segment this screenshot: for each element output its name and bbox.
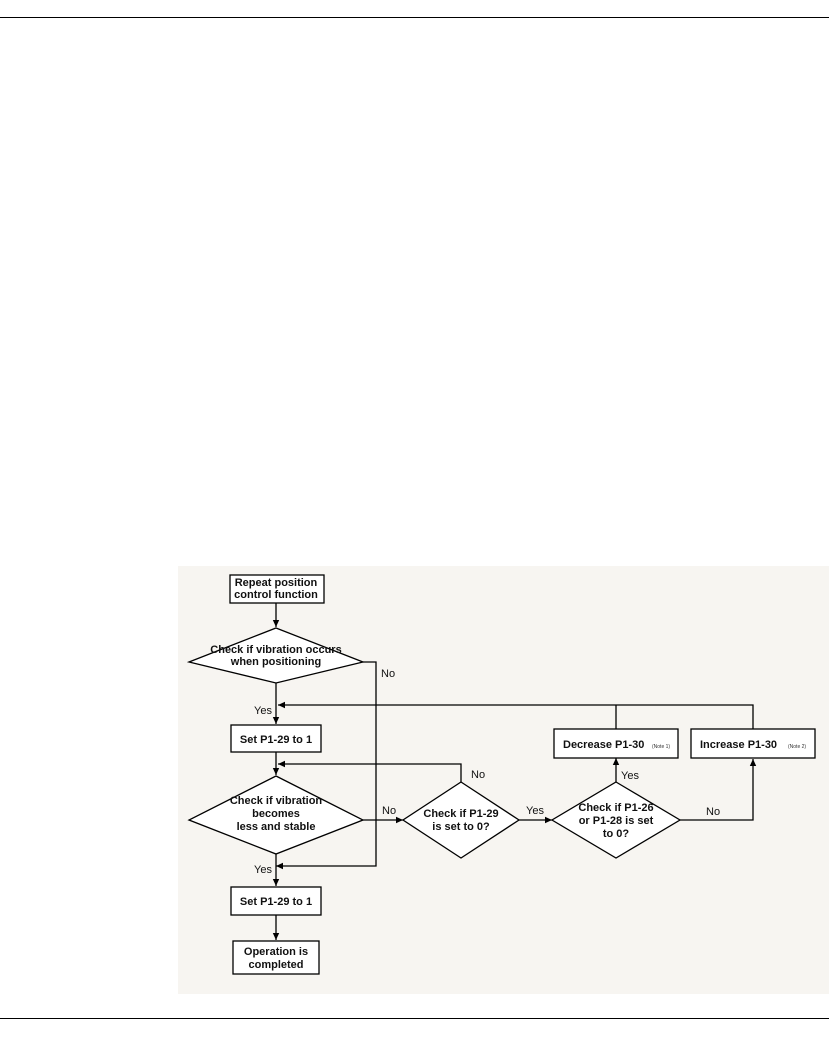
label-positioning-yes: Yes: [254, 705, 272, 717]
node-check-positioning-line-2: when positioning: [230, 656, 321, 668]
node-check-p126-p128: Check if P1-26 or P1-28 is set to 0?: [550, 781, 682, 859]
edges: [272, 603, 757, 940]
node-end: Operation is completed: [232, 940, 320, 975]
node-check-vibration-stable: Check if vibration becomes less and stab…: [187, 775, 365, 855]
label-stable-yes: Yes: [254, 864, 272, 876]
node-check-stable-line-2: becomes: [252, 808, 300, 820]
node-check-p126-line-2: or P1-28 is set: [579, 815, 654, 827]
node-check-p129-zero: Check if P1-29 is set to 0?: [401, 781, 521, 859]
label-positioning-no: No: [381, 668, 395, 680]
edge-labels: No Yes No Yes No Yes Yes No: [254, 668, 720, 876]
node-set-p129-first-text: Set P1-29 to 1: [240, 734, 312, 746]
label-p129-yes: Yes: [526, 805, 544, 817]
node-start-line-1: Repeat position: [235, 577, 318, 589]
node-start: Repeat position control function: [229, 574, 325, 604]
node-check-positioning-line-1: Check if vibration occurs: [210, 644, 341, 656]
footer-rule: [0, 1018, 829, 1019]
node-check-p126-line-1: Check if P1-26: [578, 802, 653, 814]
edge-p126-no: [680, 759, 757, 821]
node-decrease-p130-text: Decrease P1-30: [563, 739, 644, 751]
node-increase-p130-note: (Note 2): [788, 744, 806, 750]
vibration-tuning-flowchart: Repeat position control function Check i…: [178, 566, 829, 994]
edge-increase-feedback: [278, 701, 754, 729]
node-increase-p130-text: Increase P1-30: [700, 739, 777, 751]
node-end-line-1: Operation is: [244, 946, 308, 958]
node-check-p126-line-3: to 0?: [603, 828, 630, 840]
label-p126-no: No: [706, 806, 720, 818]
node-check-stable-line-1: Check if vibration: [230, 795, 323, 807]
node-check-p129-line-1: Check if P1-29: [423, 808, 498, 820]
node-set-p129-second: Set P1-29 to 1: [230, 886, 322, 916]
label-stable-no: No: [382, 805, 396, 817]
node-set-p129-second-text: Set P1-29 to 1: [240, 896, 312, 908]
node-start-line-2: control function: [234, 589, 318, 601]
node-increase-p130: Increase P1-30 (Note 2): [690, 728, 816, 759]
node-check-vibration-positioning: Check if vibration occurs when positioni…: [186, 627, 366, 684]
node-decrease-p130: Decrease P1-30 (Note 1): [553, 728, 679, 759]
header-rule: [0, 17, 829, 18]
node-check-p129-line-2: is set to 0?: [432, 821, 490, 833]
node-end-line-2: completed: [248, 959, 303, 971]
label-p129-no: No: [471, 769, 485, 781]
edge-p129-no: [278, 760, 462, 782]
node-set-p129-first: Set P1-29 to 1: [230, 724, 322, 753]
node-check-stable-line-3: less and stable: [237, 821, 316, 833]
node-decrease-p130-note: (Note 1): [652, 744, 670, 750]
label-p126-yes: Yes: [621, 770, 639, 782]
